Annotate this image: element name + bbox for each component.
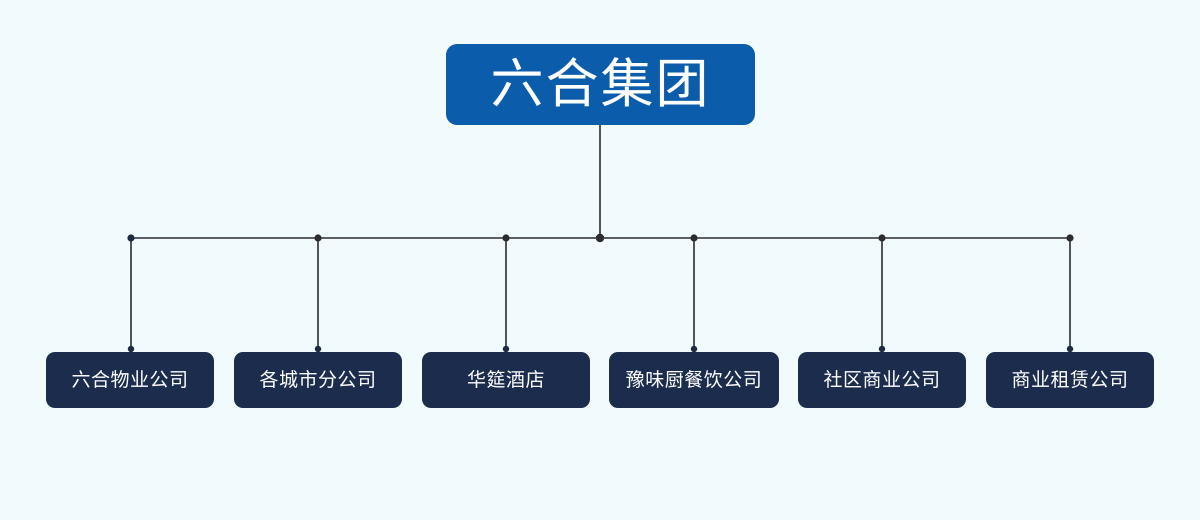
junction-dot-root bbox=[595, 233, 605, 243]
junction-dot-0 bbox=[127, 234, 135, 242]
junction-dot-1 bbox=[314, 234, 322, 242]
org-node-root[interactable]: 六合集团 bbox=[446, 44, 755, 125]
org-node-commercial-leasing[interactable]: 商业租赁公司 bbox=[986, 352, 1154, 408]
org-node-city-branches[interactable]: 各城市分公司 bbox=[234, 352, 402, 408]
org-node-yuweichu-catering[interactable]: 豫味厨餐饮公司 bbox=[609, 352, 779, 408]
junction-dot-4 bbox=[878, 234, 886, 242]
junction-dot-3 bbox=[690, 234, 698, 242]
junction-dot-2 bbox=[502, 234, 510, 242]
org-node-community-commerce[interactable]: 社区商业公司 bbox=[798, 352, 966, 408]
org-node-huayan-hotel[interactable]: 华筵酒店 bbox=[422, 352, 590, 408]
junction-dot-5 bbox=[1066, 234, 1074, 242]
org-node-liuhe-property[interactable]: 六合物业公司 bbox=[46, 352, 214, 408]
